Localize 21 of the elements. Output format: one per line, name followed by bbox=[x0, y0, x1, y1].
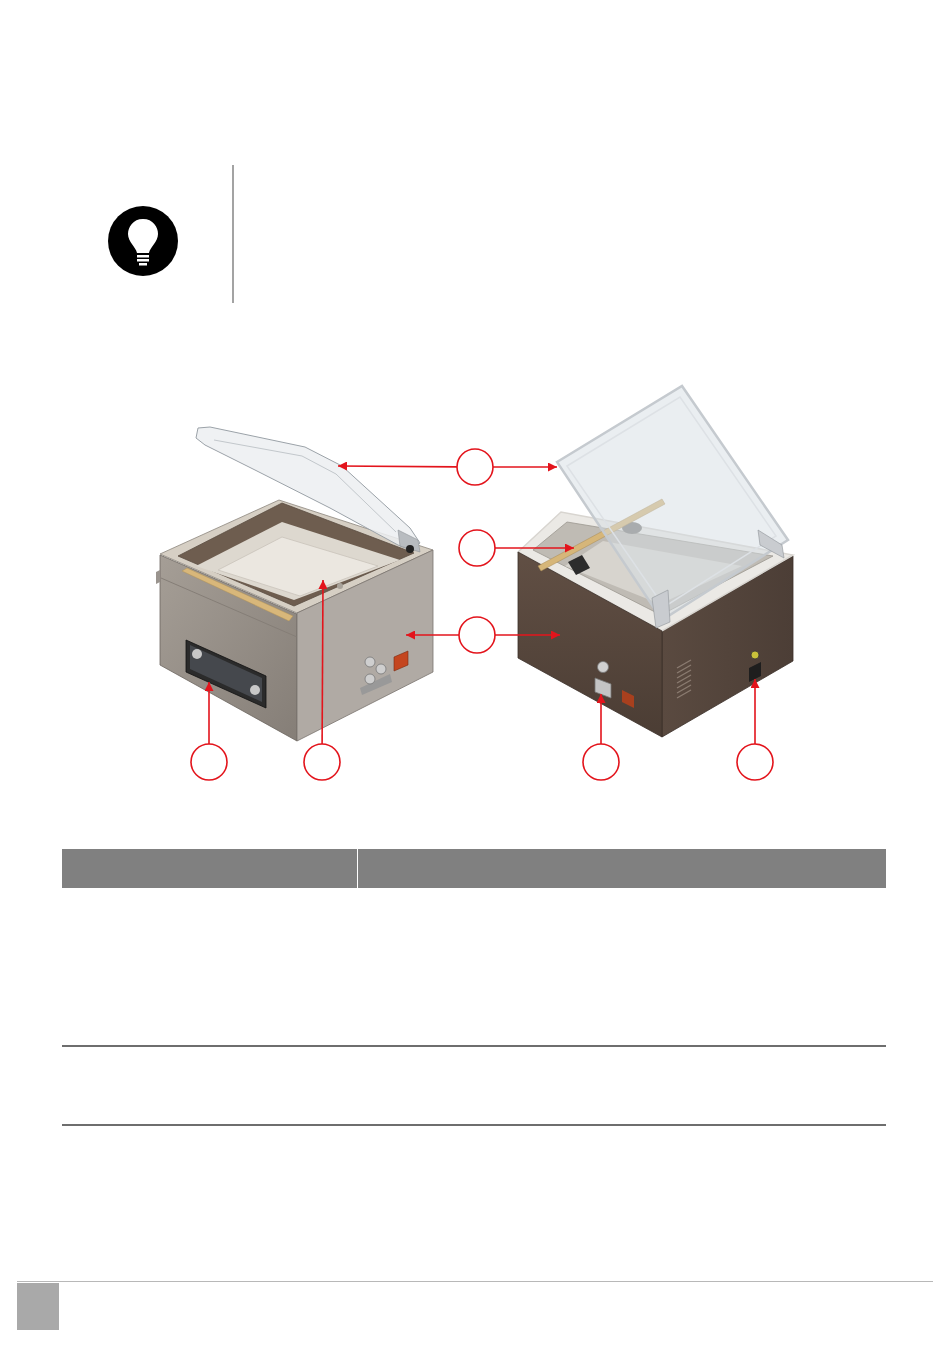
callout-circle bbox=[582, 743, 620, 781]
callout-circle bbox=[736, 743, 774, 781]
control-panel bbox=[185, 639, 267, 709]
leader-arrow bbox=[405, 630, 460, 640]
transparent-lid bbox=[195, 426, 421, 553]
leader-arrow bbox=[318, 579, 328, 745]
side-panel bbox=[296, 549, 434, 742]
leader-arrow bbox=[204, 681, 214, 745]
leader-arrow bbox=[750, 678, 760, 745]
callout-circle bbox=[456, 448, 494, 486]
callout-circle bbox=[303, 743, 341, 781]
callout-circle bbox=[190, 743, 228, 781]
seal-bar bbox=[537, 498, 666, 572]
leader-arrow bbox=[337, 461, 458, 471]
socket bbox=[749, 650, 761, 682]
side-fitting bbox=[594, 661, 612, 699]
housing-panel bbox=[517, 551, 663, 738]
leader-arrow bbox=[596, 693, 606, 745]
callout-circle bbox=[458, 616, 496, 654]
transparent-lid bbox=[555, 384, 790, 629]
callout-circle bbox=[458, 529, 496, 567]
